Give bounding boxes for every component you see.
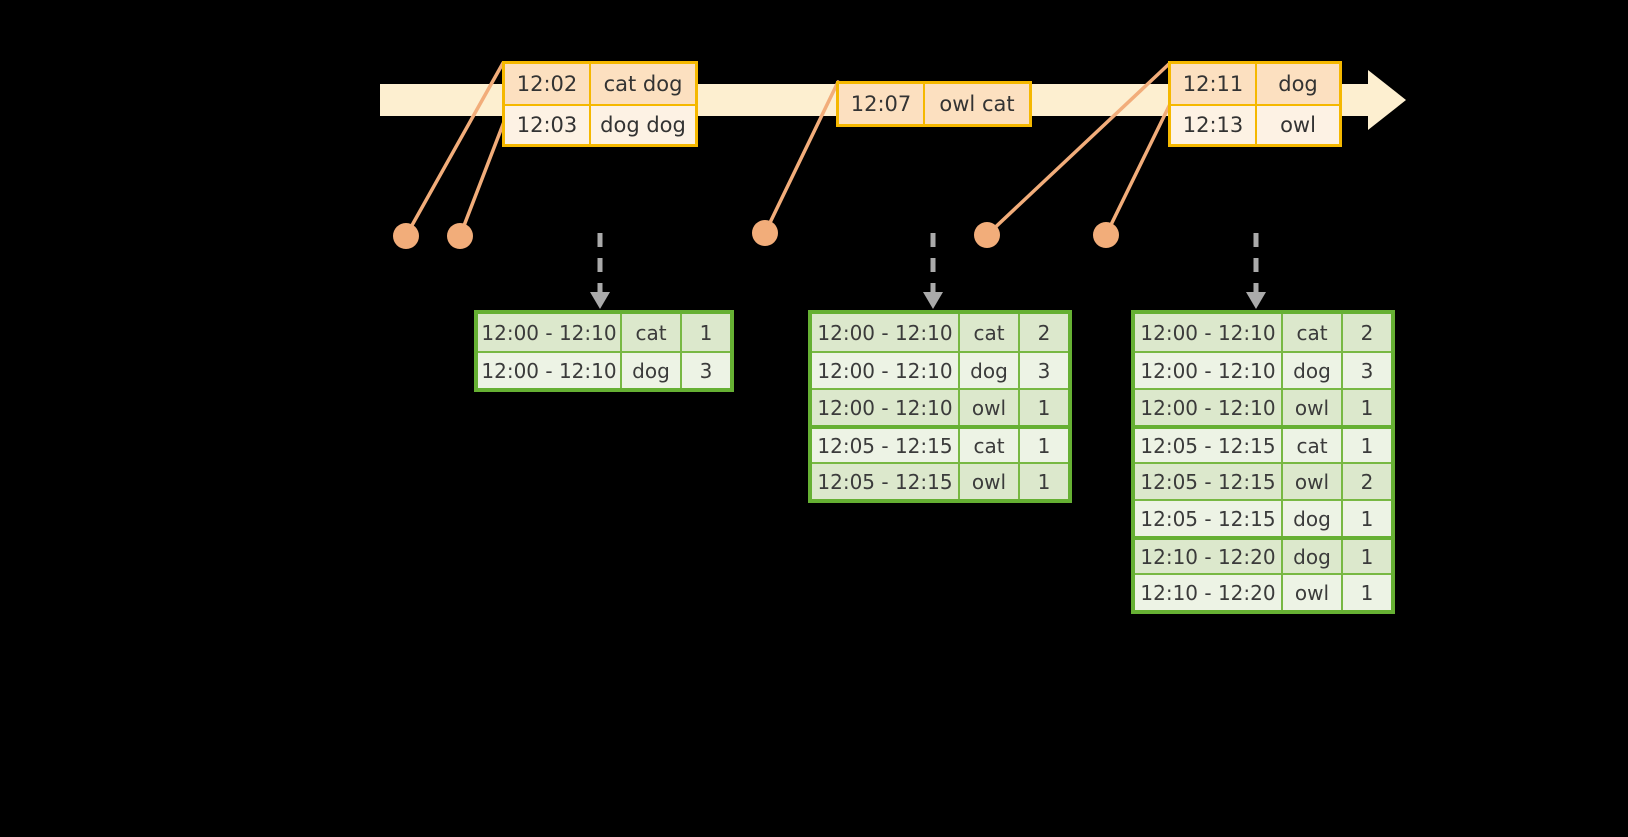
table-cell-word: owl xyxy=(1283,575,1343,610)
event-time: 12:03 xyxy=(505,106,591,144)
table-cell-range: 12:05 - 12:15 xyxy=(1135,501,1283,536)
dot-1207-connector-line xyxy=(763,80,840,235)
timeline-event-box: 12:02 cat dog 12:03 dog dog xyxy=(502,61,698,147)
table-cell-range: 12:00 - 12:10 xyxy=(1135,390,1283,425)
event-words: dog dog xyxy=(600,113,686,137)
table-cell-range: 12:10 - 12:20 xyxy=(1135,575,1283,610)
dot-1211 xyxy=(974,222,1000,248)
event-dots-group xyxy=(393,220,1119,249)
event-time: 12:02 xyxy=(505,64,591,104)
table-cell-count: 1 xyxy=(1037,395,1051,420)
table-cell-range: 12:05 - 12:15 xyxy=(812,464,960,499)
event-words: cat dog xyxy=(603,72,683,96)
table-cell-word: dog xyxy=(622,353,682,388)
table-cell-word: owl xyxy=(1283,390,1343,425)
table-cell-range: 12:05 - 12:15 xyxy=(1135,429,1283,462)
table-cell-count: 3 xyxy=(1360,358,1374,383)
table-cell-count: 1 xyxy=(1360,544,1374,569)
table-cell-word: cat xyxy=(960,429,1020,462)
table-cell-count: 2 xyxy=(1360,320,1374,345)
table-cell-word: dog xyxy=(960,353,1020,388)
table-cell-range: 12:05 - 12:15 xyxy=(1135,464,1283,499)
table-cell-word: cat xyxy=(1283,429,1343,462)
timeline-event-row: 12:07 owl cat xyxy=(839,84,1029,124)
dot-1202 xyxy=(393,223,419,249)
dot-1202-connector-line xyxy=(404,61,505,238)
table-cell-range: 12:00 - 12:10 xyxy=(812,390,960,425)
dot-1207 xyxy=(752,220,778,246)
table-cell-range: 12:00 - 12:10 xyxy=(478,314,622,351)
table-cell-range: 12:10 - 12:20 xyxy=(1135,540,1283,573)
timeline-event-row: 12:11 dog xyxy=(1171,64,1339,104)
table-cell-count: 1 xyxy=(1360,580,1374,605)
table-cell-count: 3 xyxy=(699,358,713,383)
table-cell-word: owl xyxy=(1283,464,1343,499)
table-cell-word: cat xyxy=(960,314,1020,351)
timeline-event-row: 12:13 owl xyxy=(1171,104,1339,144)
dashed-arrow-3-head xyxy=(1246,292,1266,309)
dashed-arrow-2-head xyxy=(923,292,943,309)
event-words: dog xyxy=(1278,72,1318,96)
timeline-arrowhead xyxy=(1368,70,1406,130)
table-cell-range: 12:00 - 12:10 xyxy=(812,314,960,351)
table-cell-count: 2 xyxy=(1037,320,1051,345)
table-cell-word: cat xyxy=(1283,314,1343,351)
timeline-event-row: 12:03 dog dog xyxy=(505,104,695,144)
dashed-arrows-group xyxy=(590,233,1266,309)
table-cell-range: 12:00 - 12:10 xyxy=(478,353,622,388)
table-cell-count: 2 xyxy=(1360,469,1374,494)
event-time: 12:11 xyxy=(1171,64,1257,104)
table-cell-count: 1 xyxy=(1360,395,1374,420)
table-cell-count: 1 xyxy=(1037,433,1051,458)
table-cell-count: 1 xyxy=(1360,506,1374,531)
event-time: 12:13 xyxy=(1171,106,1257,144)
dot-1203 xyxy=(447,223,473,249)
dashed-arrow-1-head xyxy=(590,292,610,309)
table-cell-range: 12:00 - 12:10 xyxy=(1135,314,1283,351)
table-cell-range: 12:00 - 12:10 xyxy=(812,353,960,388)
event-words: owl xyxy=(1280,113,1316,137)
table-cell-word: cat xyxy=(622,314,682,351)
table-cell-word: owl xyxy=(960,390,1020,425)
dot-1213 xyxy=(1093,222,1119,248)
table-cell-word: dog xyxy=(1283,501,1343,536)
table-cell-count: 1 xyxy=(699,320,713,345)
table-cell-word: dog xyxy=(1283,540,1343,573)
dot-1213-connector-line xyxy=(1104,98,1174,237)
timeline-event-row: 12:02 cat dog xyxy=(505,64,695,104)
table-cell-range: 12:05 - 12:15 xyxy=(812,429,960,462)
event-time: 12:07 xyxy=(839,84,925,124)
event-words: owl cat xyxy=(939,92,1015,116)
table-cell-count: 1 xyxy=(1037,469,1051,494)
table-cell-count: 1 xyxy=(1360,433,1374,458)
table-cell-range: 12:00 - 12:10 xyxy=(1135,353,1283,388)
table-cell-word: dog xyxy=(1283,353,1343,388)
timeline-event-box: 12:11 dog 12:13 owl xyxy=(1168,61,1342,147)
timeline-event-box: 12:07 owl cat xyxy=(836,81,1032,127)
table-cell-count: 3 xyxy=(1037,358,1051,383)
table-cell-word: owl xyxy=(960,464,1020,499)
